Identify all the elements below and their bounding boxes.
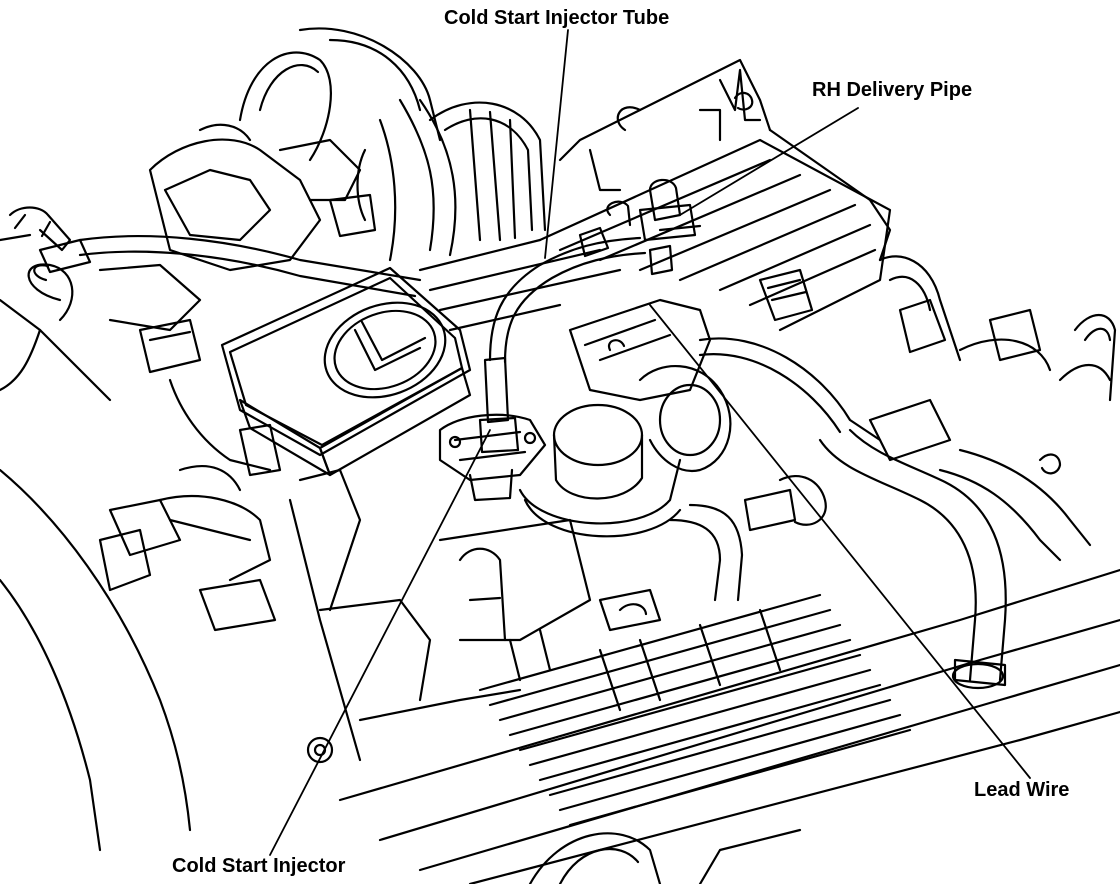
leader-cold-start-injector (269, 429, 491, 856)
bypass-hose (668, 475, 827, 602)
callout-lead-wire: Lead Wire (974, 779, 1070, 801)
callout-rh-delivery-pipe: RH Delivery Pipe (812, 79, 973, 101)
intake-left-cluster (38, 123, 422, 332)
callout-cold-start-injector-tube: Cold Start Injector Tube (444, 7, 670, 29)
lexus-emblem (220, 266, 472, 477)
ribbed-valve-cover (338, 568, 1120, 884)
rear-plenum (558, 58, 892, 262)
lower-engine (288, 468, 592, 764)
left-hose-curl (8, 206, 74, 322)
right-hoses (698, 255, 1117, 475)
leader-lines (269, 29, 1031, 856)
pressure-regulator (518, 403, 682, 538)
radiator-hose (818, 398, 1092, 690)
delivery-pipe-fittings (578, 178, 702, 276)
upper-intake-right (418, 138, 892, 332)
throttle-body (568, 298, 732, 473)
callout-cold-start-injector: Cold Start Injector (172, 855, 346, 877)
left-fender (0, 233, 192, 852)
iac-valve (98, 318, 282, 632)
cold-start-injector (438, 356, 547, 502)
leader-lead-wire (649, 304, 1031, 779)
leader-cold-start-injector-tube (544, 29, 569, 259)
rear-harness (238, 27, 547, 262)
leader-rh-delivery-pipe (679, 107, 859, 216)
cold-start-injector-tube (488, 236, 647, 364)
